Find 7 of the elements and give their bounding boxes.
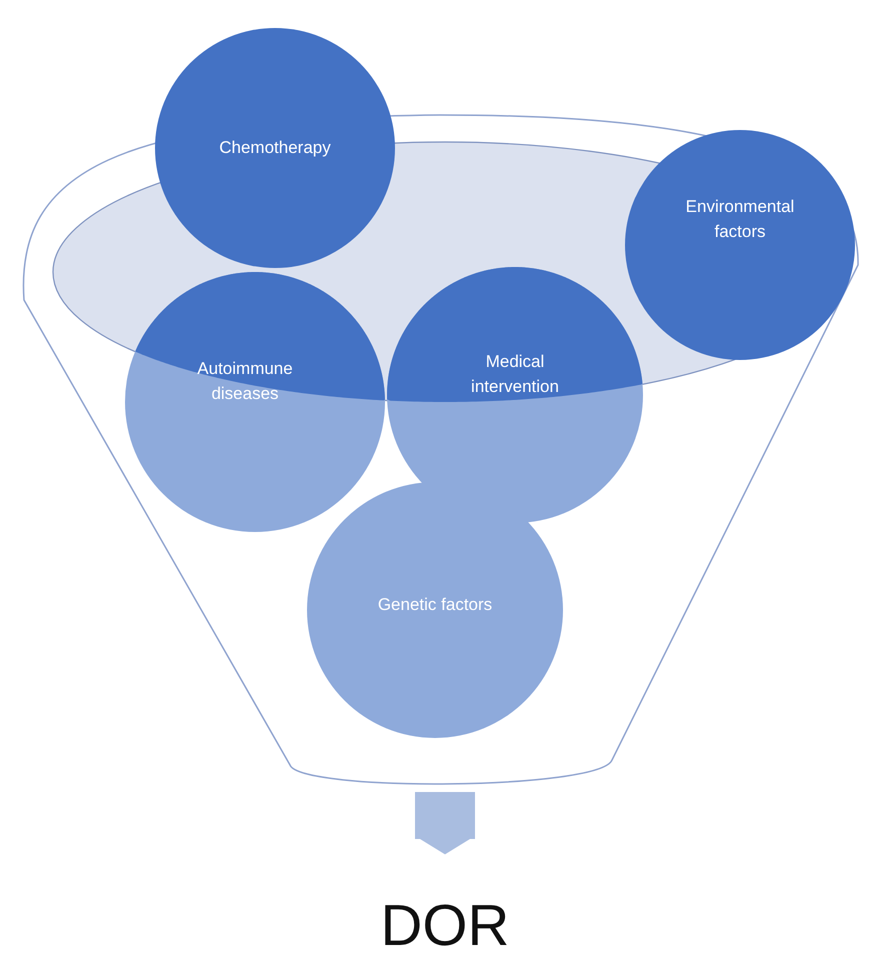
block-arrow [415,792,475,854]
factor-label: Autoimmune diseases [196,358,294,405]
factor-label: Genetic factors [378,594,492,616]
factor-label: Medical intervention [470,351,560,398]
outcome-label: DOR [380,896,510,954]
factor-label: Environmental factors [684,196,796,243]
factor-label: Chemotherapy [219,136,331,159]
